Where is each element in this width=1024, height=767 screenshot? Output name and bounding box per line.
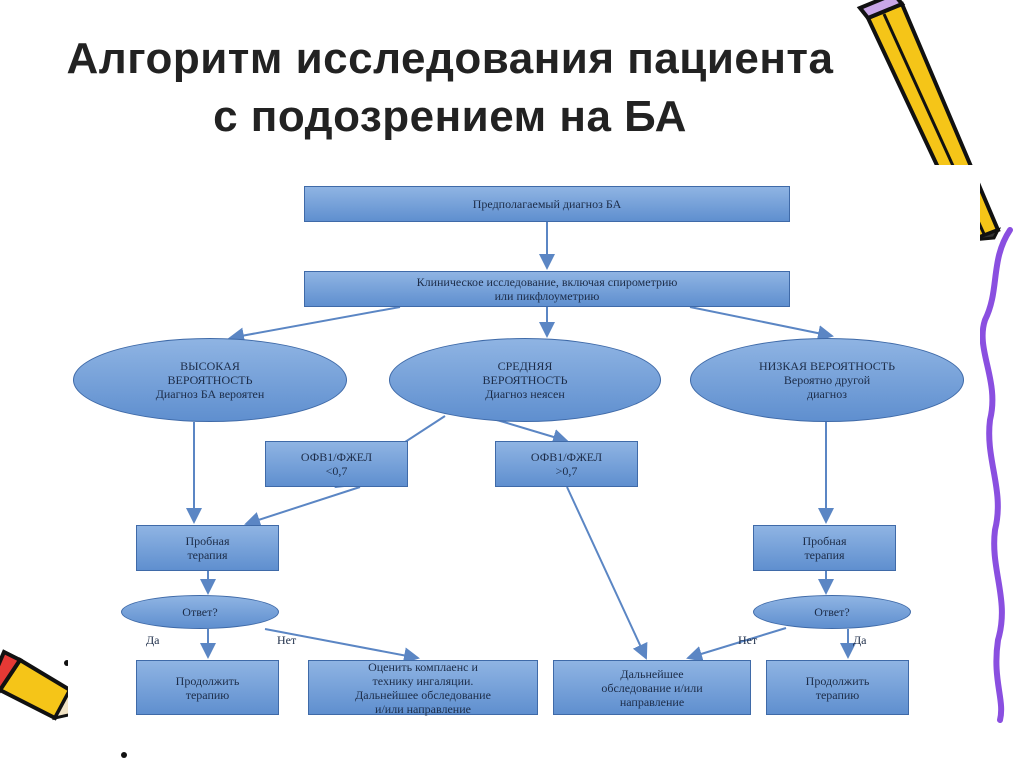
node-text-line: или пикфлоуметрию <box>494 289 600 303</box>
node-text-line: СРЕДНЯЯ <box>497 359 553 373</box>
node-text-line: Дальнейшее <box>620 666 684 681</box>
node-text-line: терапию <box>185 687 230 702</box>
node-text-line: ОФВ1/ФЖЕЛ <box>300 450 373 464</box>
node-text-line: >0,7 <box>555 464 578 478</box>
title-line-1: Алгоритм исследования пациента <box>66 34 834 83</box>
node-text-line: Клиническое исследование, включая спиром… <box>416 275 678 289</box>
edge-arrow <box>496 419 569 445</box>
edge-arrow <box>244 486 361 528</box>
node-text-line: Оценить комплаенс и <box>368 659 478 674</box>
node-text-line: диагноз <box>807 387 847 401</box>
edge-arrow <box>228 306 401 344</box>
node-text-line: Дальнейшее обследование <box>355 687 491 702</box>
node-text-line: Предполагаемый диагноз БА <box>472 197 622 211</box>
node-text-line: обследование и/или <box>601 680 703 695</box>
node-presumed-diagnosis: Предполагаемый диагноз БА <box>304 186 790 222</box>
edge-label-no-left: Нет <box>277 633 297 647</box>
node-text-line: Вероятно другой <box>783 373 871 387</box>
node-response-left: Ответ? <box>121 595 279 629</box>
node-text-line: терапию <box>815 687 860 702</box>
node-text-line: Пробная <box>802 534 847 548</box>
node-text-line: терапия <box>187 548 228 562</box>
node-text-line: ВЕРОЯТНОСТЬ <box>482 373 568 387</box>
edge-arrow <box>686 627 787 662</box>
node-text-line: Продолжить <box>805 673 870 688</box>
node-text-line: ОФВ1/ФЖЕЛ <box>530 450 603 464</box>
slide-title: Алгоритм исследования пациента с подозре… <box>0 30 900 146</box>
node-text-line: технику ингаляции. <box>372 673 474 688</box>
edge-label-yes-left: Да <box>146 633 160 647</box>
node-text-line: направление <box>619 694 685 709</box>
edge-label-no-right: Нет <box>738 633 758 647</box>
node-clinical-exam: Клиническое исследование, включая спиром… <box>304 271 790 307</box>
node-text-line: Диагноз неясен <box>485 387 565 401</box>
node-fev1-fvc-high: ОФВ1/ФЖЕЛ>0,7 <box>495 441 638 487</box>
node-text-line: Диагноз БА вероятен <box>155 387 265 401</box>
node-text-line: <0,7 <box>325 464 348 478</box>
node-text-line: ВЫСОКАЯ <box>180 359 240 373</box>
node-response-right: Ответ? <box>753 595 911 629</box>
node-text-line: и/или направление <box>375 701 471 716</box>
dot-icon <box>121 752 127 758</box>
node-text-line: Пробная <box>185 534 230 548</box>
squiggle-icon <box>979 227 1013 723</box>
node-fev1-fvc-low: ОФВ1/ФЖЕЛ<0,7 <box>265 441 408 487</box>
node-text-line: ВЕРОЯТНОСТЬ <box>167 373 253 387</box>
edge-arrow <box>689 306 834 342</box>
title-line-2: с подозрением на БА <box>213 92 687 141</box>
edge-arrow <box>566 486 648 660</box>
node-text-line: терапия <box>804 548 845 562</box>
edge-label-yes-right: Да <box>853 633 867 647</box>
node-text-line: Ответ? <box>814 605 850 619</box>
node-text-line: Продолжить <box>175 673 240 688</box>
edge-arrow <box>264 628 420 664</box>
node-text-line: НИЗКАЯ ВЕРОЯТНОСТЬ <box>758 359 895 373</box>
node-text-line: Ответ? <box>182 605 218 619</box>
